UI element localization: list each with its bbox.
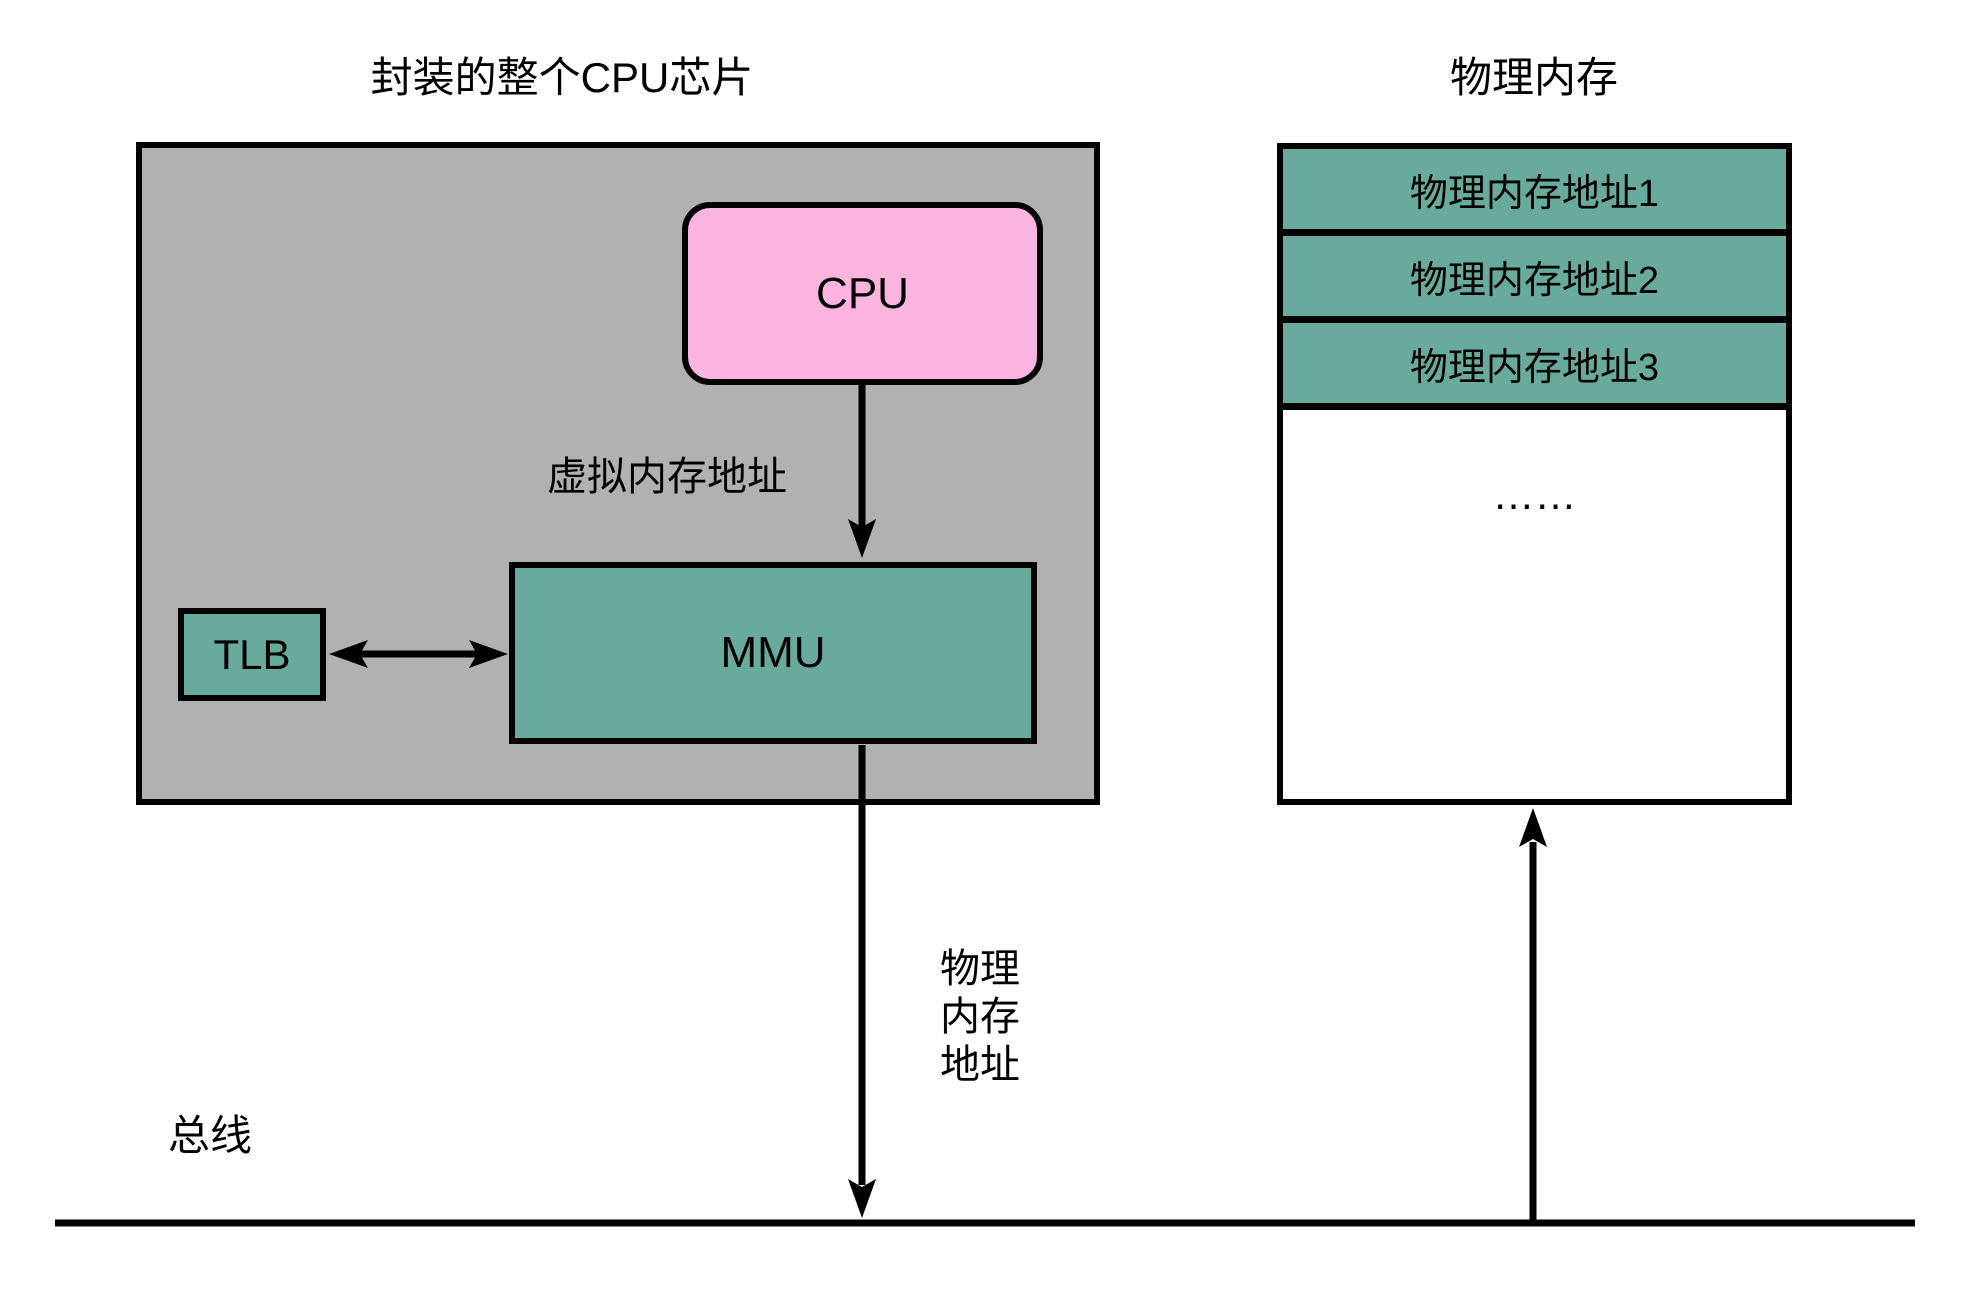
- mmu-node: MMU: [509, 562, 1037, 744]
- memory-row-label: 物理内存地址1: [1409, 172, 1660, 215]
- memory-row-label: 物理内存地址3: [1409, 346, 1660, 389]
- chip-title: 封装的整个CPU芯片: [370, 54, 754, 101]
- bus-label: 总线: [167, 1112, 252, 1159]
- virtual-address-label: 虚拟内存地址: [547, 455, 787, 499]
- physical-address-label-line: 物理: [940, 947, 1020, 991]
- memory-row-label: 物理内存地址2: [1409, 259, 1660, 302]
- tlb-node: TLB: [178, 608, 326, 701]
- bus-to-memory-arrowhead-icon: [1519, 808, 1547, 847]
- mmu-to-bus-arrowhead-icon: [848, 1179, 876, 1218]
- tlb-node-label: TLB: [213, 630, 291, 678]
- cpu-node-label: CPU: [816, 268, 909, 318]
- physical-memory-box: 物理内存地址1 物理内存地址2 物理内存地址3: [1277, 143, 1792, 805]
- physical-address-label-line: 地址: [940, 1043, 1020, 1087]
- mmu-node-label: MMU: [720, 628, 826, 677]
- memory-title: 物理内存: [1449, 54, 1618, 101]
- memory-row: 物理内存地址1: [1283, 149, 1786, 236]
- memory-row: 物理内存地址2: [1283, 236, 1786, 323]
- physical-address-label: 物理 内存 地址: [920, 945, 1040, 1089]
- cpu-node: CPU: [682, 202, 1043, 385]
- physical-address-label-line: 内存: [940, 995, 1020, 1039]
- memory-row: 物理内存地址3: [1283, 323, 1786, 410]
- memory-ellipsis: ……: [1492, 471, 1577, 518]
